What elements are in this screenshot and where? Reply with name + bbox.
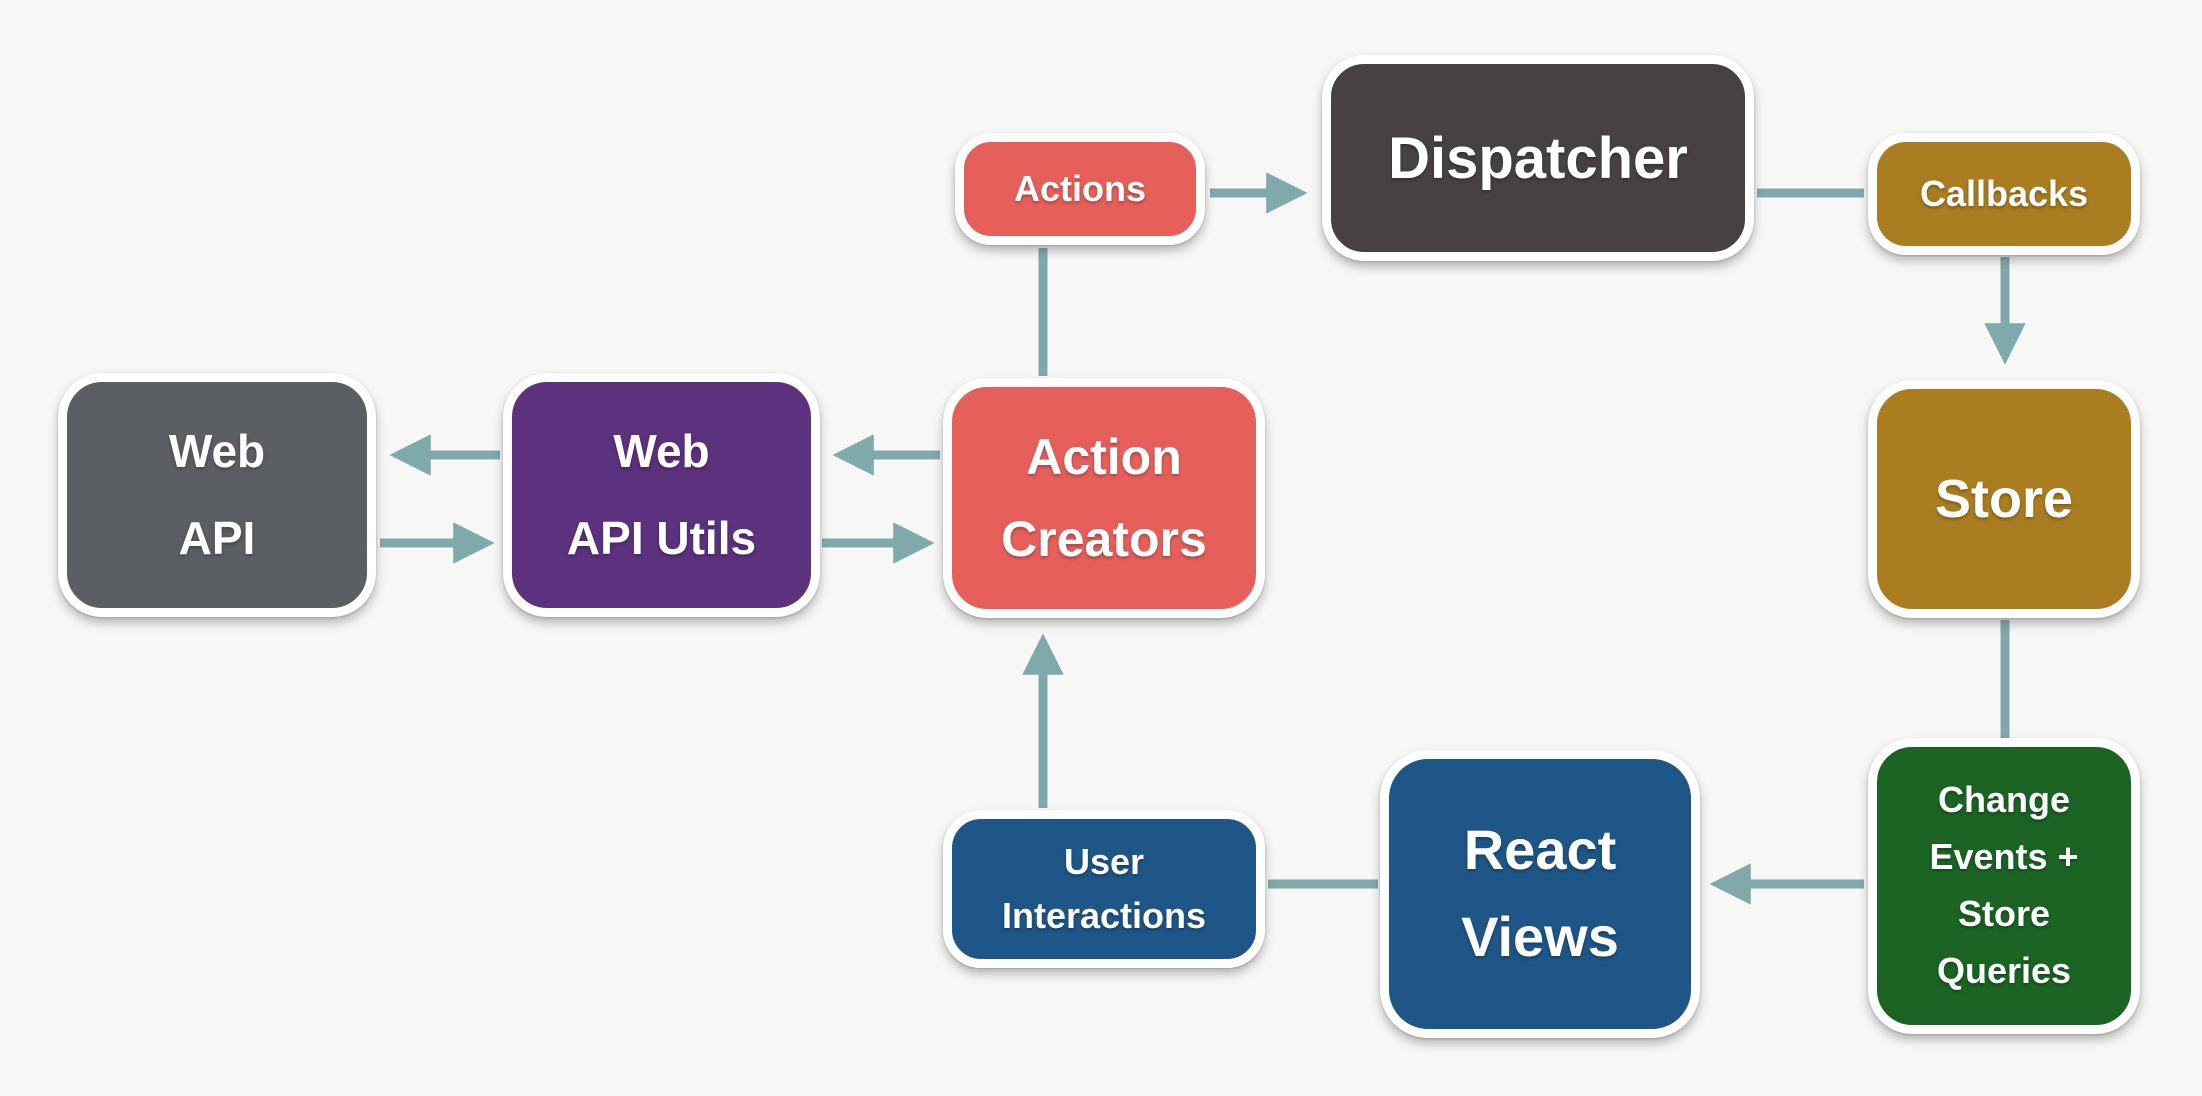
- node-user-interactions-label: User Interactions: [1001, 841, 1207, 936]
- node-change-events-label: Change Events + Store Queries: [1929, 779, 2079, 991]
- node-web-api: Web API: [58, 373, 376, 617]
- node-web-api-utils-label: Web API Utils: [566, 424, 757, 564]
- node-callbacks-label: Callbacks: [1919, 173, 2089, 214]
- node-action-creators-label: Action Creators: [1001, 428, 1207, 568]
- node-react-views: React Views: [1380, 750, 1700, 1038]
- node-dispatcher-label: Dispatcher: [1388, 125, 1688, 191]
- node-web-api-utils: Web API Utils: [503, 373, 820, 617]
- node-web-api-label: Web API: [168, 424, 266, 564]
- node-actions-label: Actions: [1013, 168, 1146, 209]
- node-callbacks: Callbacks: [1868, 133, 2140, 255]
- node-user-interactions: User Interactions: [943, 810, 1265, 968]
- node-store: Store: [1868, 380, 2140, 618]
- node-react-views-label: React Views: [1461, 818, 1619, 968]
- node-change-events: Change Events + Store Queries: [1868, 738, 2140, 1034]
- node-dispatcher: Dispatcher: [1322, 55, 1754, 261]
- node-actions: Actions: [955, 133, 1205, 245]
- node-action-creators: Action Creators: [943, 378, 1265, 618]
- node-store-label: Store: [1934, 469, 2074, 529]
